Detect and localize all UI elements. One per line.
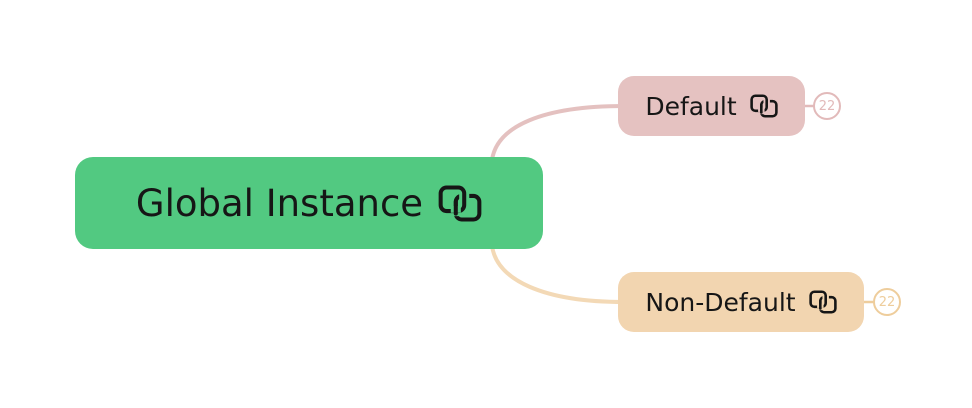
collapsed-count-badge-default[interactable]: 22	[813, 92, 841, 120]
topic-default[interactable]: Default	[618, 76, 805, 136]
badge-count: 22	[878, 294, 896, 310]
collapsed-count-badge-non-default[interactable]: 22	[873, 288, 901, 316]
badge-count: 22	[818, 98, 836, 114]
branch-connector-non-default	[490, 244, 626, 304]
branch-connector-default	[490, 104, 626, 162]
topic-label: Default	[645, 91, 737, 121]
clone-icon[interactable]	[749, 94, 778, 118]
topic-non-default[interactable]: Non-Default	[618, 272, 864, 332]
topic-label: Non-Default	[645, 287, 796, 317]
clone-icon[interactable]	[808, 290, 837, 314]
clone-icon[interactable]	[438, 184, 482, 222]
topic-label: Global Instance	[135, 181, 424, 225]
topic-global-instance[interactable]: Global Instance	[75, 157, 543, 249]
